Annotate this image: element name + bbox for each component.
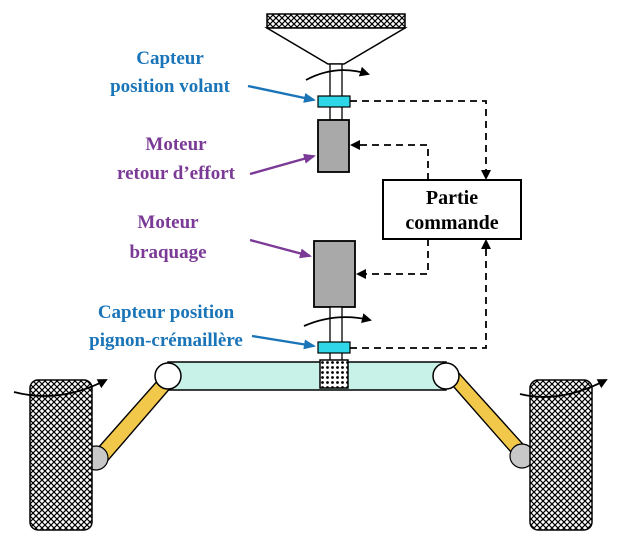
signal-pinion-sensor-to-controller — [350, 239, 491, 349]
control-unit-label-line2: commande — [405, 212, 498, 234]
feedback-motor — [317, 119, 350, 173]
label-feedback-motor-line1: Moteur — [145, 134, 207, 155]
pointer-pinion-sensor — [251, 334, 316, 350]
steering-wheel — [264, 13, 408, 65]
lower-steering-column — [303, 306, 372, 366]
pinion-rack-sensor — [317, 341, 351, 354]
pointer-wheel-sensor — [247, 84, 316, 103]
steering-rack — [167, 359, 447, 391]
label-feedback-motor-line2: retour d’effort — [117, 163, 236, 184]
label-wheel-sensor-line1: Capteur — [136, 48, 204, 69]
label-steering-motor-line1: Moteur — [137, 212, 199, 233]
signal-controller-to-steering-motor — [356, 239, 429, 279]
control-unit-label-line1: Partie — [426, 187, 478, 209]
control-unit: Partie commande — [382, 179, 522, 240]
left-tire — [29, 379, 93, 531]
pointer-feedback-motor — [249, 153, 316, 176]
steering-wheel-sensor — [317, 95, 351, 108]
right-tire — [529, 379, 593, 531]
pointer-steering-motor — [249, 238, 312, 259]
right-wheel-assembly — [432, 362, 608, 531]
label-steering-motor-line2: braquage — [129, 242, 206, 263]
label-wheel-sensor-line2: position volant — [110, 76, 231, 97]
signal-wheel-sensor-to-controller — [350, 100, 491, 180]
signal-controller-to-feedback-motor — [350, 140, 429, 180]
label-pinion-sensor-line2: pignon-crémaillère — [89, 330, 243, 351]
left-wheel-assembly — [13, 362, 182, 531]
steering-motor — [313, 240, 356, 308]
signal-lines — [350, 100, 491, 349]
upper-steering-column — [305, 63, 370, 121]
label-pinion-sensor-line1: Capteur position — [98, 302, 235, 323]
